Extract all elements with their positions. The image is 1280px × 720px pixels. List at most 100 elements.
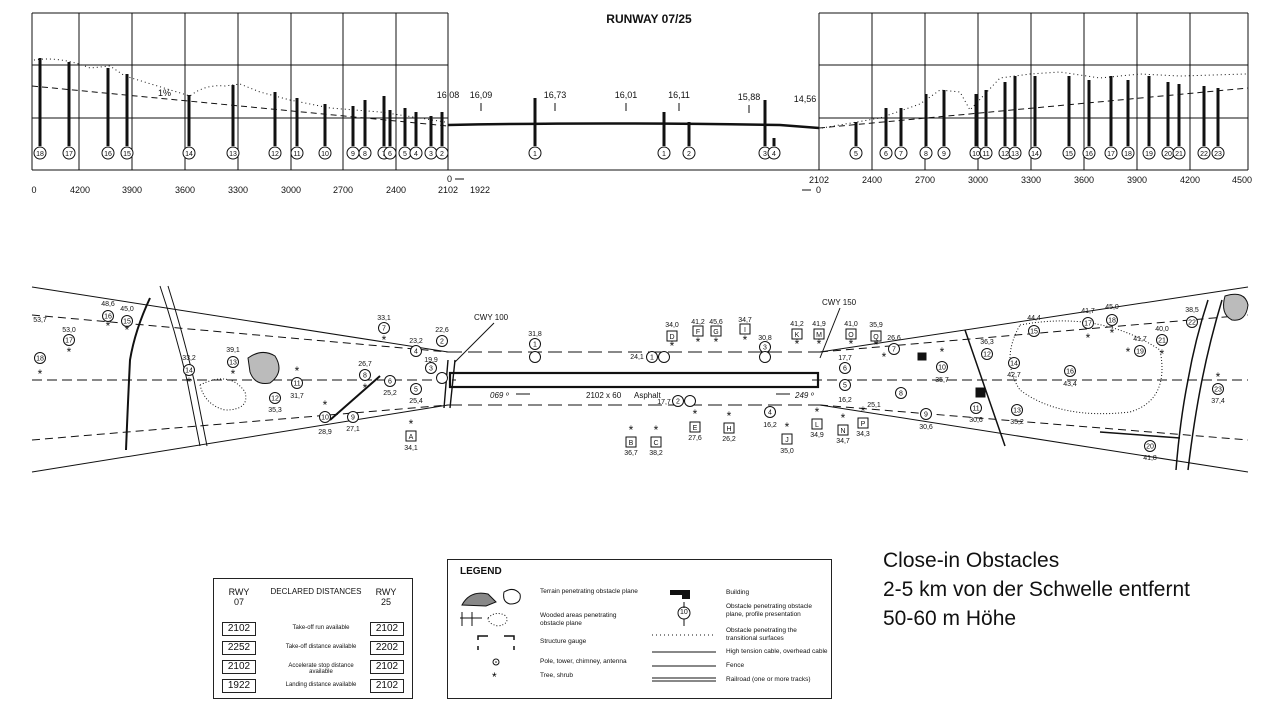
plan-obstacle-marker: 13	[1011, 404, 1023, 416]
profile-obstacle-left: 13	[226, 85, 240, 160]
plan-obstacle-letter: I	[739, 323, 751, 335]
plan-obstacle-marker: 17	[1082, 317, 1094, 329]
obstacle-height-label: 35,3	[268, 407, 282, 414]
wooded-area-right	[1009, 320, 1163, 415]
profile-obstacle-right: 23	[1211, 88, 1225, 160]
plan-obstacle-marker	[436, 372, 448, 384]
tree-icon: *	[670, 339, 675, 353]
elevation-arrows	[480, 103, 750, 113]
plan-obstacle-letter: E	[689, 421, 701, 433]
obstacle-height-label: 23,2	[409, 338, 423, 345]
plan-obstacle-marker: 9	[920, 408, 932, 420]
profile-obstacle-right: 22	[1197, 86, 1211, 160]
legend-transitional: Obstacle penetrating the transitional su…	[726, 627, 797, 642]
svg-text:12: 12	[271, 396, 279, 403]
svg-text:14: 14	[1010, 361, 1018, 368]
profile-obstacle-right: 8	[919, 94, 933, 160]
terrain-blob	[1223, 293, 1249, 321]
bearing-left: 069 º	[490, 391, 510, 400]
svg-text:2: 2	[440, 151, 444, 158]
svg-text:15: 15	[1030, 329, 1038, 336]
plan-obstacle-marker	[529, 351, 541, 363]
profile-obstacle-right: 13	[1008, 76, 1022, 160]
svg-text:13: 13	[1013, 408, 1021, 415]
svg-text:15: 15	[1065, 151, 1073, 158]
note-line-1: Close-in Obstacles	[883, 549, 1060, 572]
plan-obstacle-marker: 9	[347, 411, 359, 423]
obstacle-height-label: 41,7	[1133, 336, 1147, 343]
svg-text:13: 13	[1011, 151, 1019, 158]
obstacle-height-label: 35,2	[1010, 419, 1024, 426]
plan-obstacle-marker: 1	[646, 351, 658, 363]
bearing-right: 249 º	[794, 391, 815, 400]
obstacle-height-label: 22,6	[435, 327, 449, 334]
obstacle-height-label: 41,2	[691, 319, 705, 326]
plan-obstacle-letter: P	[857, 417, 869, 429]
tree-icon: *	[795, 337, 800, 351]
declared-distances-title: DECLARED DISTANCES	[270, 587, 362, 596]
svg-text:L: L	[815, 422, 819, 429]
svg-text:I: I	[744, 327, 746, 334]
profile-obstacle-right: 11	[979, 90, 993, 160]
plan-obstacle-marker: 11	[970, 402, 982, 414]
tree-icon: *	[409, 417, 414, 431]
obstacle-height-label: 25,1	[867, 402, 881, 409]
svg-text:17: 17	[65, 338, 73, 345]
svg-text:N: N	[840, 428, 845, 435]
svg-text:21: 21	[1158, 338, 1166, 345]
right-profile-grid	[818, 12, 1249, 171]
runway-start-value: 1922	[470, 185, 490, 195]
svg-text:M: M	[816, 332, 822, 339]
obstacle-height-label: 24,1	[630, 354, 644, 361]
tree-icon: *	[295, 364, 300, 378]
svg-text:P: P	[861, 421, 866, 428]
obstacle-height-label: 19,9	[424, 357, 438, 364]
axis-tick: 4200	[1180, 175, 1200, 185]
obstacle-height-label: 41,9	[812, 321, 826, 328]
obstacle-height-label: 30,6	[919, 424, 933, 431]
legend-terrain: Terrain penetrating obstacle plane	[540, 588, 638, 595]
tree-icon: *	[1216, 370, 1221, 384]
tree-icon: *	[231, 367, 236, 381]
svg-text:12: 12	[271, 151, 279, 158]
legend-cable: High tension cable, overhead cable	[726, 648, 828, 655]
right-outer-upper	[819, 286, 1249, 353]
svg-text:2: 2	[440, 339, 444, 346]
left-outer-upper	[31, 286, 449, 353]
plan-obstacle-marker: 6	[384, 375, 396, 387]
svg-text:5: 5	[854, 151, 858, 158]
legend-building: Building	[726, 589, 750, 596]
profile-obstacle-left: 3	[424, 116, 438, 160]
obstacle-height-label: 41,0	[844, 321, 858, 328]
svg-text:5: 5	[843, 383, 847, 390]
plan-obstacle-marker: 4	[764, 406, 776, 418]
runway-rectangle	[448, 371, 820, 389]
obstacle-height-label: 35,9	[869, 322, 883, 329]
plan-obstacle-marker: 14	[1008, 357, 1020, 369]
pole-icon	[492, 658, 500, 666]
tree-icon: *	[815, 405, 820, 419]
plan-obstacle-marker: 5	[410, 383, 422, 395]
svg-text:17: 17	[1107, 151, 1115, 158]
tree-icon: *	[841, 411, 846, 425]
svg-text:16: 16	[1085, 151, 1093, 158]
declared-distances-table: RWY 07 DECLARED DISTANCES RWY 25 2102 Ta…	[213, 578, 413, 699]
right-cable	[1099, 431, 1181, 439]
svg-text:23: 23	[1214, 387, 1222, 394]
obstacle-height-label: 38,5	[1185, 307, 1199, 314]
obstacle-height-label: 28,9	[318, 429, 332, 436]
svg-text:14: 14	[185, 368, 193, 375]
plan-obstacle-marker: 14	[183, 364, 195, 376]
tree-icon: *	[382, 333, 387, 347]
profile-obstacle-right: 18	[1121, 80, 1135, 160]
left-outer-lower	[31, 404, 449, 473]
tree-icon: *	[817, 337, 822, 351]
obstacle-height-label: 34,1	[404, 445, 418, 452]
svg-text:G: G	[713, 329, 718, 336]
svg-text:4: 4	[772, 151, 776, 158]
profile-obstacle-center: 1	[657, 112, 671, 160]
tree-icon: *	[849, 337, 854, 351]
plan-obstacle-letter: A	[405, 430, 417, 442]
svg-text:6: 6	[388, 379, 392, 386]
profile-obstacle-left: 15	[120, 74, 134, 160]
